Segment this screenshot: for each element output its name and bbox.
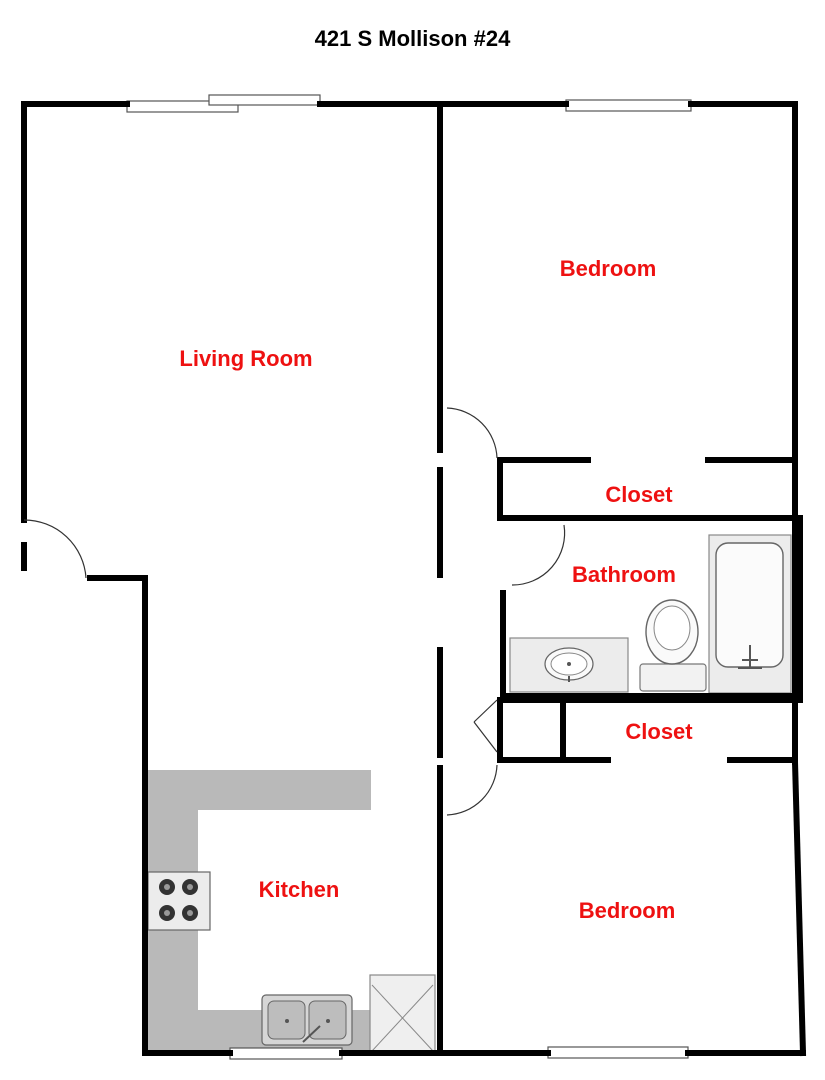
room-label-living-room: Living Room [179,346,312,371]
window-bedroom-top [565,99,692,112]
plan-title: 421 S Mollison #24 [314,26,511,51]
kitchen-sink-icon [261,994,353,1046]
bathtub-icon [708,534,792,694]
room-label-bedroom-top: Bedroom [560,256,657,281]
window-bedroom-bottom [547,1046,689,1059]
window-living-top [126,94,321,113]
room-label-bathroom: Bathroom [572,562,676,587]
door-bedroom-top-swing [446,407,498,459]
walls [21,101,807,1057]
room-label-closet-top: Closet [605,482,673,507]
door-bedroom-bottom-swing [446,764,498,816]
door-bathroom-swing [511,524,566,586]
vanity-sink-icon [509,637,629,693]
dishwasher-icon [369,974,436,1054]
door-entry-swing [23,519,87,579]
door-closet-bifold [473,699,498,753]
window-kitchen [229,1047,343,1060]
room-label-bedroom-bottom: Bedroom [579,898,676,923]
room-label-closet-bottom: Closet [625,719,693,744]
stove-icon [147,871,211,931]
toilet-icon [639,599,707,692]
room-label-kitchen: Kitchen [259,877,340,902]
